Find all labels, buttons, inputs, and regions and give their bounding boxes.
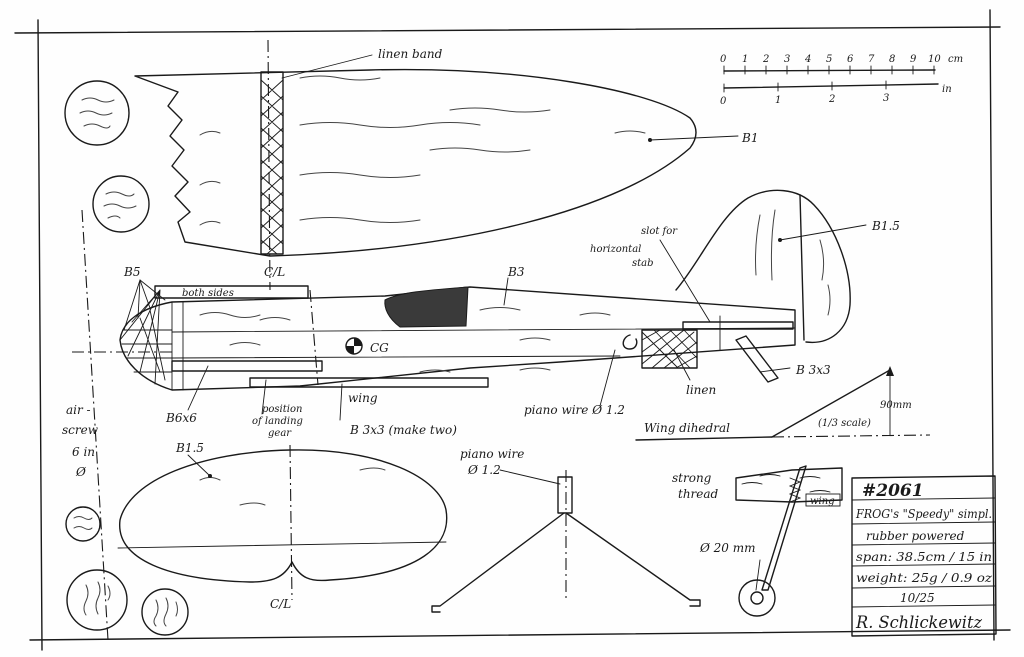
fin (659, 189, 867, 344)
scale-in-unit: in (942, 84, 952, 95)
label-wing-dihedral: Wing dihedral (644, 421, 730, 435)
label-centerline-bottom: C/L (270, 597, 291, 611)
label-horizontal: horizontal (590, 244, 641, 255)
scale-in-2: 2 (828, 94, 835, 105)
scale-cm-2: 2 (762, 54, 769, 65)
label-cg: CG (370, 341, 389, 355)
sheet-frame (14, 9, 1011, 651)
scale-in-1: 1 (775, 95, 781, 106)
label-linen: linen (686, 383, 716, 397)
wing-planform (134, 39, 739, 291)
label-stab: stab (632, 258, 654, 269)
label-airscrew-4: Ø (75, 465, 87, 479)
model-weight: weight: 25g / 0.9 oz (856, 571, 993, 585)
label-wing-small: wing (348, 391, 378, 405)
label-airscrew-3: 6 in (72, 445, 95, 459)
label-one-third-scale: (1/3 scale) (818, 418, 871, 429)
scale-cm-0: 0 (720, 54, 727, 65)
scale-cm-3: 3 (784, 54, 790, 65)
label-wheel-dia: Ø 20 mm (699, 541, 756, 555)
plan-number: #2061 (862, 481, 924, 501)
label-piano-wire-gear-2: Ø 1.2 (467, 463, 501, 477)
annotations: linen band B1 B1.5 slot for horizontal s… (62, 47, 912, 611)
label-b1: B1 (741, 131, 758, 145)
label-wing-tag: wing (810, 496, 835, 507)
label-airscrew-2: screw (62, 423, 99, 437)
plan-date: 10/25 (900, 591, 935, 605)
label-b3x3-make-two: B 3x3 (make two) (349, 423, 457, 437)
label-position-3: gear (268, 428, 292, 439)
title-block-text: #2061 FROG's "Speedy" simpl. rubber powe… (855, 481, 993, 633)
label-thread: thread (678, 487, 719, 501)
scale-cm-10: 10 (928, 54, 941, 65)
scale-in-0: 0 (720, 96, 727, 107)
model-type: rubber powered (866, 529, 965, 543)
label-position-2: of landing (252, 416, 303, 427)
scale-cm-6: 6 (847, 54, 854, 65)
label-slot-for: slot for (641, 226, 678, 237)
model-name: FROG's "Speedy" simpl. (855, 507, 992, 521)
scale-cm-7: 7 (868, 54, 875, 65)
model-span: span: 38.5cm / 15 in (856, 550, 992, 564)
landing-gear-wire (431, 469, 701, 613)
scale-cm-unit: cm (948, 54, 963, 65)
label-b3-fuselage: B3 (507, 265, 525, 279)
scale-cm-4: 4 (804, 54, 811, 65)
label-piano-wire-gear-1: piano wire (460, 447, 524, 461)
label-b15-fin: B1.5 (871, 219, 900, 233)
scale-cm-9: 9 (910, 54, 917, 65)
wing-dihedral-diagram (635, 366, 931, 441)
wheel-detail (735, 465, 843, 617)
label-b5: B5 (123, 265, 140, 279)
label-both-sides: both sides (182, 288, 234, 299)
title-block (851, 475, 997, 637)
scale-cm-1: 1 (742, 54, 748, 65)
stabiliser-planform (117, 444, 448, 601)
label-dihedral-mm: 90mm (880, 400, 912, 411)
label-position-1: position (262, 404, 302, 415)
scale-in-3: 3 (883, 93, 889, 104)
airscrew-sketches (64, 80, 189, 641)
fuselage-side (72, 277, 796, 421)
label-piano-wire-hook: piano wire Ø 1.2 (524, 403, 625, 417)
scale-cm-8: 8 (889, 54, 895, 65)
label-b3x3: B 3x3 (795, 363, 831, 377)
designer-signature: R. Schlickewitz (855, 613, 983, 633)
label-b15-stab: B1.5 (175, 441, 204, 455)
scale-bar: 0 1 2 3 4 5 6 7 8 9 10 cm 0 1 2 3 in (720, 54, 963, 107)
label-centerline-top: C/L (264, 265, 285, 279)
label-b6x6: B6x6 (165, 411, 197, 425)
label-airscrew-1: air - (66, 403, 91, 417)
label-strong: strong (672, 471, 712, 485)
label-linen-band: linen band (378, 47, 443, 61)
scale-cm-5: 5 (826, 54, 832, 65)
